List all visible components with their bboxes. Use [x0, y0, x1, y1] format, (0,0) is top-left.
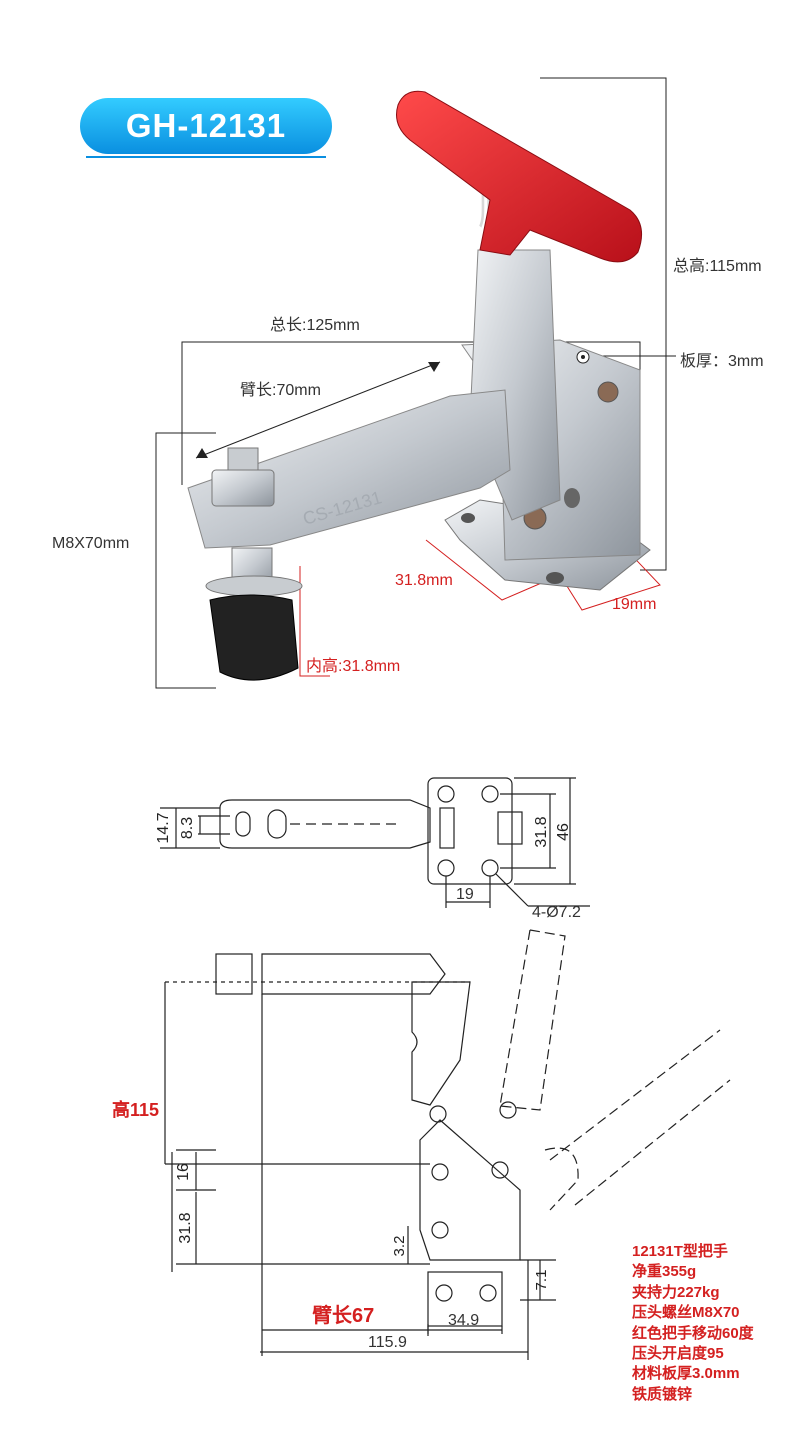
dim-16: 16: [175, 1163, 192, 1181]
arm-label: 臂长67: [312, 1305, 375, 1327]
rubber-tip: [209, 594, 299, 681]
dim-34-9: 34.9: [448, 1312, 480, 1329]
spec-line: 净重355g: [632, 1263, 697, 1281]
specs-list: 12131T型把手 净重355g 夹持力227kg 压头螺丝M8X70 红色把手…: [632, 1242, 754, 1405]
spec-line: 铁质镀锌: [632, 1385, 693, 1403]
top-view: [160, 777, 590, 908]
photo-dimension-lines: [155, 77, 676, 689]
technical-drawing: 14.7 8.3 31.8 46 16 31.8 3.2 7.1: [155, 777, 731, 1360]
arm-length-label: 臂长:70mm: [240, 382, 321, 399]
spec-line: 12131T型把手: [632, 1243, 728, 1260]
dim-31-8-top: 31.8: [533, 816, 550, 847]
badge-underline: [86, 156, 326, 158]
total-height-label: 总高:115mm: [673, 258, 762, 275]
screw-label: M8X70mm: [52, 535, 130, 552]
spec-line: 压头开启度95: [632, 1345, 724, 1363]
dim-46: 46: [555, 823, 572, 841]
dim-holes: 4-Ø7.2: [532, 904, 581, 921]
spec-line: 压头螺丝M8X70: [632, 1304, 740, 1322]
dim-8-3: 8.3: [179, 817, 196, 839]
spec-line: 红色把手移动60度: [632, 1324, 754, 1342]
product-photo: CS-12131: [155, 77, 676, 689]
plate-thickness-label: 板厚：3mm: [680, 353, 764, 370]
dim-115-9: 115.9: [368, 1334, 407, 1351]
dim-19: 19: [456, 886, 474, 903]
dim-3-2: 3.2: [391, 1236, 408, 1257]
inner-height-label: 内高:31.8mm: [306, 658, 401, 675]
side-view: [164, 929, 731, 1360]
base-width-label: 31.8mm: [395, 572, 453, 589]
red-handle: [396, 90, 643, 263]
clamp-arm: [187, 389, 511, 549]
model-badge: GH-12131: [80, 98, 332, 154]
spec-line: 材料板厚3.0mm: [632, 1365, 740, 1383]
dim-31-8-side: 31.8: [177, 1212, 194, 1243]
height-label: 高115: [112, 1100, 160, 1120]
spec-line: 夹持力227kg: [632, 1283, 720, 1301]
total-length-label: 总长:125mm: [270, 317, 360, 334]
dim-14-7: 14.7: [155, 812, 172, 843]
dim-7-1: 7.1: [533, 1270, 550, 1291]
hole-spacing-label: 19mm: [612, 596, 657, 613]
